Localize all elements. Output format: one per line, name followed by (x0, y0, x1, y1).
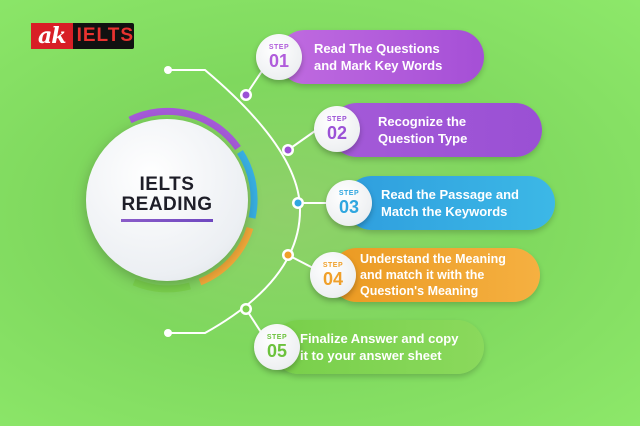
logo-text: IELTS (76, 25, 134, 46)
step-4-pill: Understand the Meaning and match it with… (330, 248, 540, 302)
step-4-badge: STEP 04 (310, 252, 356, 298)
step-2-badge: STEP 02 (314, 106, 360, 152)
step-2-pill: Recognize the Question Type (330, 103, 542, 157)
step-5-badge: STEP 05 (254, 324, 300, 370)
step-4-label: Understand the Meaning and match it with… (360, 252, 506, 298)
brand-logo: ak IELTS (31, 23, 134, 49)
step-1-word: STEP (268, 44, 290, 51)
step-3-number: 03 (338, 197, 360, 217)
step-4-word: STEP (322, 262, 344, 269)
step-1-number: 01 (268, 51, 290, 71)
step-1-pill: Read The Questions and Mark Key Words (278, 30, 484, 84)
step-1-label: Read The Questions and Mark Key Words (314, 41, 443, 73)
center-title-line2: READING (121, 194, 213, 215)
center-circle: IELTS READING (86, 119, 248, 281)
step-2-word: STEP (326, 116, 348, 123)
step-3-word: STEP (338, 190, 360, 197)
step-5-word: STEP (266, 334, 288, 341)
step-4-number: 04 (322, 269, 344, 289)
center-title: IELTS READING (86, 175, 248, 215)
center-underline (121, 219, 213, 222)
step-3-label: Read the Passage and Match the Keywords (381, 187, 519, 219)
step-5-label: Finalize Answer and copy it to your answ… (300, 331, 459, 363)
center-title-line1: IELTS (139, 174, 195, 195)
step-5-pill: Finalize Answer and copy it to your answ… (272, 320, 484, 374)
step-2-number: 02 (326, 123, 348, 143)
step-3-pill: Read the Passage and Match the Keywords (345, 176, 555, 230)
step-1-badge: STEP 01 (256, 34, 302, 80)
logo-mark: ak (31, 23, 73, 49)
step-5-number: 05 (266, 341, 288, 361)
step-2-label: Recognize the Question Type (378, 114, 468, 146)
step-3-badge: STEP 03 (326, 180, 372, 226)
